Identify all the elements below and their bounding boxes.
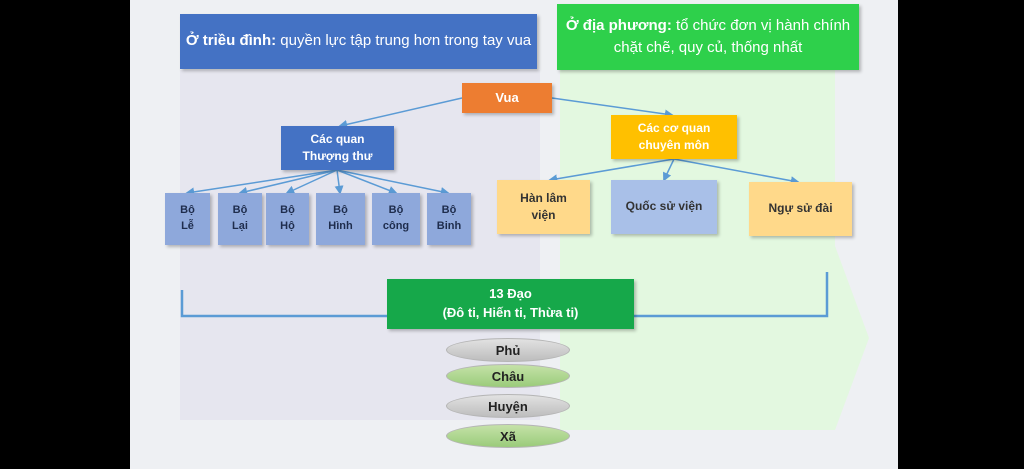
arrow-to-bo-ho: [285, 169, 338, 195]
thuong-thu-line1: Các quan: [310, 131, 365, 146]
central-court-header-text: quyền lực tập trung hơn trong tay vua: [276, 32, 532, 50]
local-panel-arrow-tip: [835, 246, 869, 430]
central-court-header-bold: Ở triều đình:: [185, 32, 277, 50]
bo-ho-line1: Bộ: [280, 204, 295, 217]
level-chau-label: Châu: [491, 368, 525, 384]
dao-line2: (Đô ti, Hiến ti, Thừa ti): [442, 305, 579, 320]
arrow-to-bo-binh: [336, 169, 450, 196]
bracket-left: [180, 290, 387, 318]
level-phu-label: Phủ: [495, 342, 521, 358]
quoc-su-vien-label: Quốc sử viện: [625, 199, 703, 214]
level-xa-label: Xã: [500, 428, 516, 444]
arrow-to-ngu-su: [673, 158, 800, 186]
arrow-vua-to-thuong-thu: [338, 97, 463, 129]
arrow-to-han-lam: [548, 158, 675, 184]
ngu-su-dai-label: Ngự sử đài: [768, 201, 833, 216]
vua-label: Vua: [495, 89, 519, 105]
bo-hinh-line2: Hình: [328, 220, 353, 232]
bo-ho-line2: Hộ: [280, 220, 295, 232]
level-phu-ellipse: Phủ: [446, 338, 570, 362]
13-dao-box: 13 Đạo (Đô ti, Hiến ti, Thừa ti): [387, 279, 634, 329]
dao-line1: 13 Đạo: [489, 286, 532, 302]
local-government-header-text: tổ chức đơn vị hành chính chặt chẽ, quy …: [613, 16, 851, 57]
level-chau-ellipse: Châu: [446, 364, 570, 388]
level-huyen-ellipse: Huyện: [446, 394, 570, 418]
vua-box: Vua: [462, 83, 552, 113]
central-court-header: Ở triều đình: quyền lực tập trung hơn tr…: [180, 14, 537, 69]
bo-lai-line1: Bộ: [232, 204, 248, 217]
local-government-header-bold: Ở địa phương:: [565, 16, 672, 34]
co-quan-chuyen-mon-box: Các cơ quan chuyên môn: [611, 115, 737, 159]
co-quan-line1: Các cơ quan: [637, 120, 711, 135]
arrow-to-bo-hinh: [334, 169, 344, 195]
level-huyen-label: Huyện: [488, 398, 528, 414]
thuong-thu-line2: Thượng thư: [302, 149, 373, 163]
bo-cong-line1: Bộ: [388, 204, 404, 217]
han-lam-line2: viện: [531, 208, 556, 222]
ngu-su-dai-box: Ngự sử đài: [749, 182, 852, 236]
bo-hinh-line1: Bộ: [333, 204, 348, 217]
co-quan-line2: chuyên môn: [638, 138, 710, 152]
arrow-to-quoc-su: [663, 158, 675, 182]
quoc-su-vien-box: Quốc sử viện: [611, 180, 717, 234]
han-lam-vien-box: Hàn lâm viện: [497, 180, 590, 234]
bo-binh-line1: Bộ: [441, 204, 457, 217]
bo-binh-line2: Binh: [436, 220, 462, 232]
arrow-to-bo-le: [185, 169, 338, 197]
bo-cong-line2: công: [382, 220, 410, 232]
bo-le-line2: Lễ: [181, 220, 194, 232]
bracket-right: [634, 272, 829, 318]
arrow-vua-to-co-quan: [551, 97, 674, 119]
arrow-to-bo-cong: [336, 169, 398, 195]
bo-le-line1: Bộ: [180, 204, 195, 217]
bo-cong-box: Bộ công: [372, 193, 420, 245]
han-lam-line1: Hàn lâm: [520, 190, 567, 205]
bo-lai-line2: Lại: [232, 220, 248, 232]
arrow-to-bo-lai: [238, 169, 338, 196]
local-government-header: Ở địa phương: tổ chức đơn vị hành chính …: [557, 4, 859, 70]
level-xa-ellipse: Xã: [446, 424, 570, 448]
